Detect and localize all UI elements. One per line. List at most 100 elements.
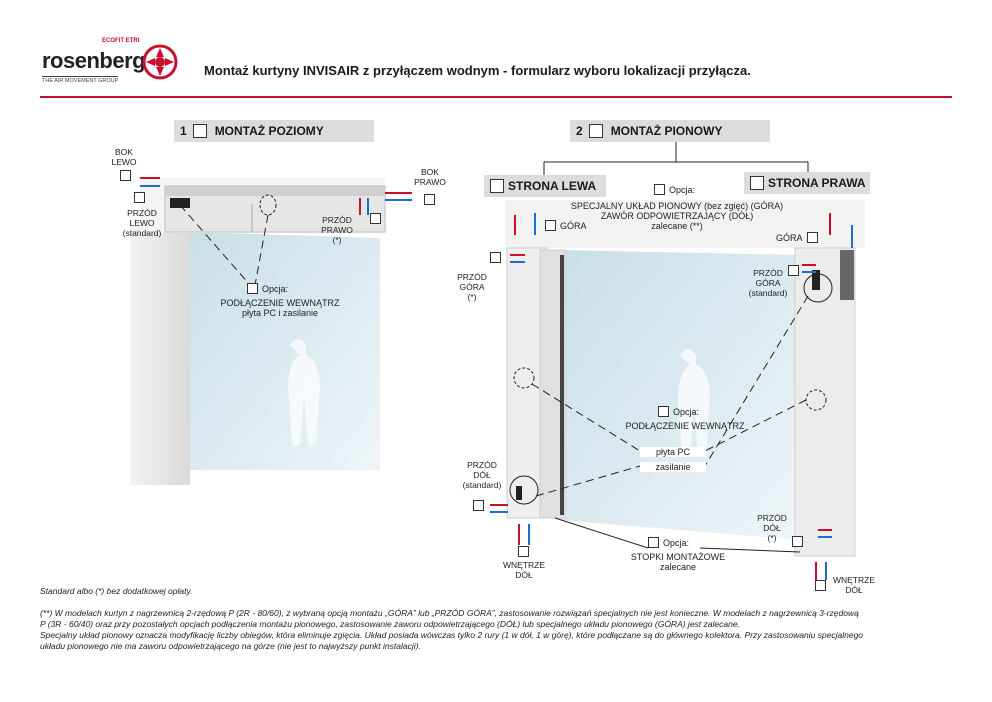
header-divider xyxy=(40,96,952,98)
label-text: LEWO xyxy=(111,157,137,167)
checkbox-przod-gora-right[interactable] xyxy=(788,265,799,276)
checkbox-bok-prawo[interactable] xyxy=(424,194,435,205)
note-footnote: (**) W modelach kurtyn z nagrzewnicą 2-r… xyxy=(40,608,955,652)
label-text: GÓRA xyxy=(459,282,485,292)
checkbox-wnetrze-dol-left[interactable] xyxy=(518,546,529,557)
strona-prawa-band: STRONA PRAWA xyxy=(744,172,870,194)
option-gora-right: GÓRA xyxy=(776,232,818,243)
label-text: LEWO xyxy=(129,218,155,228)
checkbox-gora-left[interactable] xyxy=(545,220,556,231)
option-section2-mid-desc: PODŁĄCZENIE WEWNĄTRZ xyxy=(625,421,745,431)
label-text: PRZÓD xyxy=(757,513,787,523)
option-label: Opcja: xyxy=(262,283,289,294)
wall-top-vertical xyxy=(505,200,865,248)
label-text: PRZÓD xyxy=(753,268,783,278)
label-text: WNĘTRZE xyxy=(502,560,546,570)
section2-header: 2 MONTAŻ PIONOWY xyxy=(570,120,770,142)
label-text: (*) xyxy=(767,533,777,543)
note-text: układu pionowego nie ma zaworu odpowietr… xyxy=(40,641,421,651)
label-przod-gora-left: PRZÓD GÓRA (*) xyxy=(446,272,498,302)
checkbox-przod-dol-right[interactable] xyxy=(792,536,803,547)
label-text: PRZÓD xyxy=(467,460,497,470)
section1-title: MONTAŻ POZIOMY xyxy=(214,124,324,138)
section2-checkbox[interactable] xyxy=(588,124,603,138)
option-label: GÓRA xyxy=(560,220,587,231)
label-text: płyta PC i zasilanie xyxy=(241,308,319,318)
label-text: (*) xyxy=(467,292,477,302)
label-text: PODŁĄCZENIE WEWNĄTRZ xyxy=(220,298,340,308)
label-text: PRZÓD xyxy=(457,272,487,282)
label-przod-gora-right: PRZÓD GÓRA (standard) xyxy=(738,268,798,298)
checkbox-section2-bottom-option[interactable] xyxy=(648,537,659,548)
checkbox-section2-mid-option[interactable] xyxy=(658,406,669,417)
label-text: SPECJALNY UKŁAD PIONOWY (bez zgięć) (GÓR… xyxy=(570,201,784,211)
option-section2-bottom-desc: STOPKI MONTAŻOWE zalecane xyxy=(618,552,738,572)
label-text: BOK xyxy=(115,147,133,157)
checkbox-section2-top-option[interactable] xyxy=(654,184,665,195)
door-glass-horizontal xyxy=(190,232,380,470)
note-text: P (3R - 60/40) oraz przy pozostałych opc… xyxy=(40,619,740,629)
checkbox-przod-prawo[interactable] xyxy=(370,213,381,224)
page-title: Montaż kurtyny INVISAIR z przyłączem wod… xyxy=(204,63,751,78)
label-wnetrze-dol-left: WNĘTRZE DÓŁ xyxy=(498,560,550,580)
logo: ECOFIT ETRI rosenberg THE AIR MOVEMENT G… xyxy=(42,36,182,92)
label-przod-dol-right: PRZÓD DÓŁ (*) xyxy=(750,513,794,543)
checkbox-strona-lewa[interactable] xyxy=(490,179,504,193)
option-section2-top: Opcja: xyxy=(654,184,695,195)
label-text: DÓŁ xyxy=(515,570,533,580)
logo-brand-name: rosenberg xyxy=(42,48,146,73)
label-plyta-pc: płyta PC xyxy=(640,447,706,457)
label-przod-lewo: PRZÓD LEWO (standard) xyxy=(112,208,172,238)
checkbox-wnetrze-dol-right[interactable] xyxy=(815,580,826,591)
checkbox-bok-lewo[interactable] xyxy=(120,170,131,181)
option-section2-mid: Opcja: xyxy=(658,406,699,417)
note-text: Specjalny układ pionowy oznacza modyfika… xyxy=(40,630,864,640)
label-zasilanie: zasilanie xyxy=(640,462,706,472)
option-section1: Opcja: xyxy=(247,283,288,294)
option-section2-bottom: Opcja: xyxy=(648,537,689,548)
label-text: PRZÓD xyxy=(127,208,157,218)
checkbox-section1-option[interactable] xyxy=(247,283,258,294)
label-przod-dol-left: PRZÓD DÓŁ (standard) xyxy=(452,460,512,490)
checkbox-strona-prawa[interactable] xyxy=(750,176,764,190)
option-label: Opcja: xyxy=(669,184,696,195)
label-text: DÓŁ xyxy=(763,523,781,533)
label-text: (*) xyxy=(332,235,342,245)
checkbox-przod-gora-left[interactable] xyxy=(490,252,501,263)
label-text: STOPKI MONTAŻOWE xyxy=(630,552,726,562)
label-text: PRAWO xyxy=(414,177,446,187)
note-standard: Standard albo (*) bez dodatkowej opłaty. xyxy=(40,586,193,596)
logo-fan-icon xyxy=(142,44,178,80)
section1-checkbox[interactable] xyxy=(192,124,207,138)
label-text: (standard) xyxy=(462,480,502,490)
option-label: GÓRA xyxy=(776,232,803,243)
section1-header: 1 MONTAŻ POZIOMY xyxy=(174,120,374,142)
checkbox-przod-lewo[interactable] xyxy=(134,192,145,203)
strona-lewa-band: STRONA LEWA xyxy=(484,175,606,197)
label-text: DÓŁ xyxy=(845,585,863,595)
label-text: WNĘTRZE xyxy=(832,575,876,585)
label-wnetrze-dol-right: WNĘTRZE DÓŁ xyxy=(826,575,882,595)
option-section1-desc: PODŁĄCZENIE WEWNĄTRZ płyta PC i zasilani… xyxy=(200,298,360,318)
label-text: (standard) xyxy=(122,228,162,238)
person-silhouette-2 xyxy=(678,349,710,455)
person-silhouette-1 xyxy=(288,339,320,445)
option-label: Opcja: xyxy=(663,537,690,548)
section1-number: 1 xyxy=(180,124,187,138)
strona-lewa-label: STRONA LEWA xyxy=(508,179,597,193)
label-text: zalecane xyxy=(659,562,697,572)
logo-small-text: ECOFIT ETRI xyxy=(102,38,140,44)
label-przod-prawo: PRZÓD PRAWO (*) xyxy=(312,215,362,245)
strona-prawa-label: STRONA PRAWA xyxy=(768,176,866,190)
label-text: PRZÓD xyxy=(322,215,352,225)
checkbox-gora-right[interactable] xyxy=(806,232,818,243)
option-gora-left: GÓRA xyxy=(545,220,587,231)
option-section2-top-desc: SPECJALNY UKŁAD PIONOWY (bez zgięć) (GÓR… xyxy=(562,201,792,231)
label-text: GÓRA xyxy=(755,278,781,288)
checkbox-przod-dol-left[interactable] xyxy=(473,500,484,511)
label-text: ZAWÓR ODPOWIETRZAJĄCY (DÓŁ) xyxy=(600,211,754,221)
label-text: zalecane (**) xyxy=(651,221,703,231)
label-text: DÓŁ xyxy=(473,470,491,480)
label-text: BOK xyxy=(421,167,439,177)
